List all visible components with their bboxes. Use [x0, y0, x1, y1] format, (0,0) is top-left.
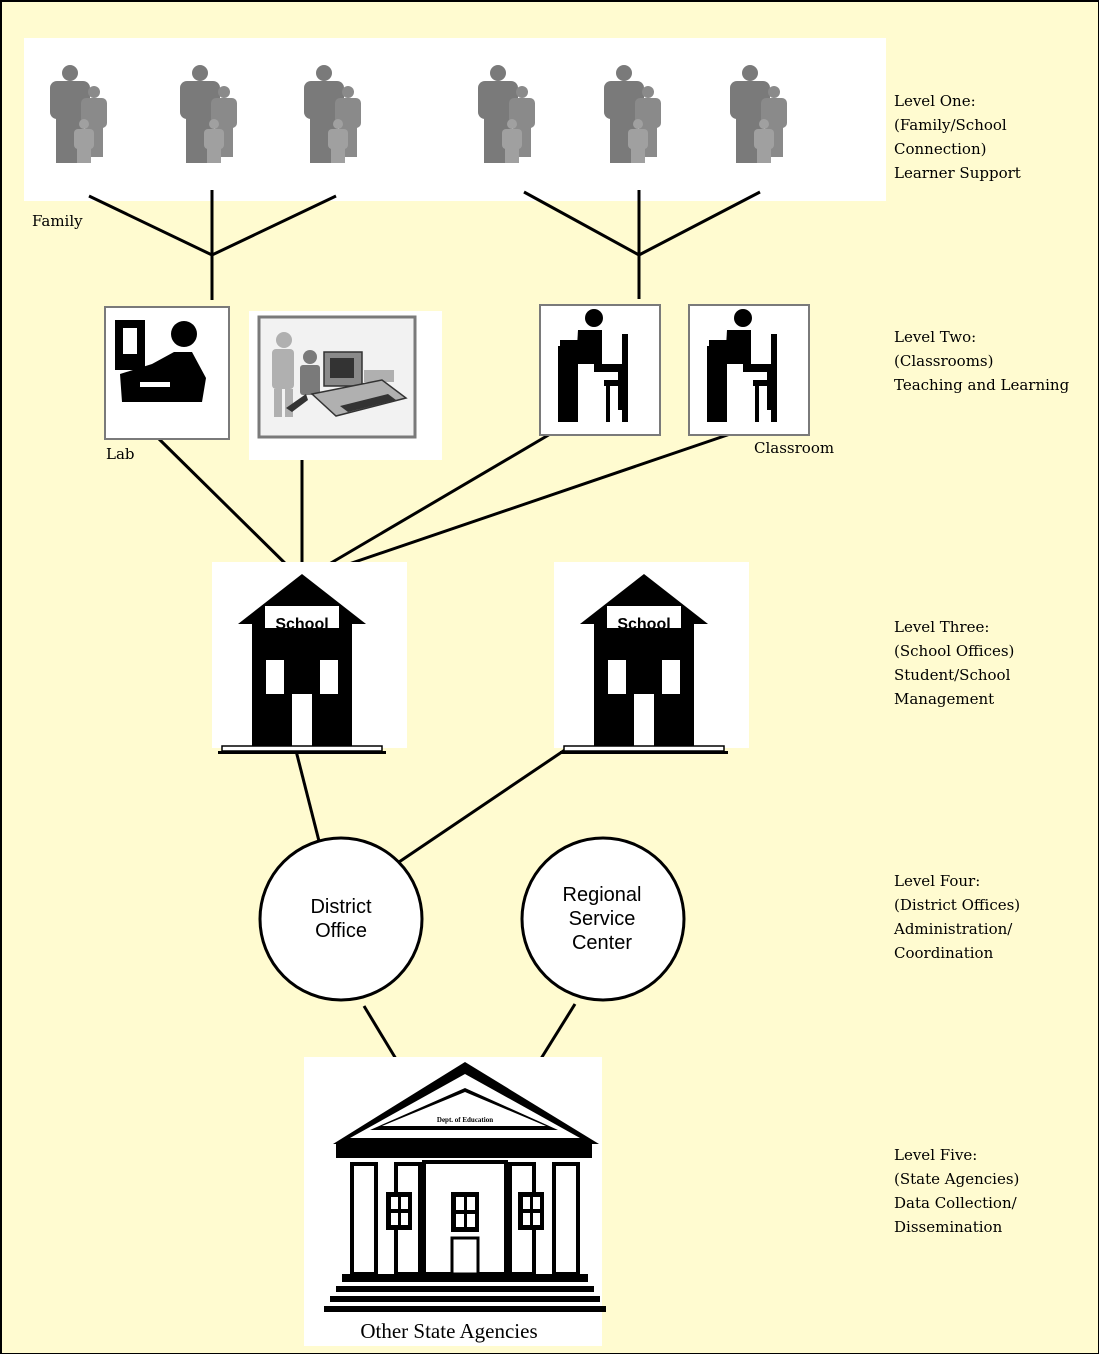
classroom-connector	[301, 428, 558, 582]
family-label: Family	[32, 212, 83, 230]
classroom-connector	[301, 428, 743, 582]
level-four-line: Administration/	[893, 920, 1013, 938]
level-two-line: (Classrooms)	[894, 352, 993, 370]
school-sign: School	[617, 616, 670, 633]
school-building-icon: School	[559, 573, 729, 755]
level-one-families	[24, 38, 886, 201]
level-three-schools: School School	[212, 562, 749, 755]
state-capitol-icon: Dept. of Education	[324, 1062, 606, 1312]
regional-service-center-label: Service	[569, 908, 636, 930]
level-two-description: Level Two: (Classrooms) Teaching and Lea…	[894, 328, 1070, 394]
level-three-line: (School Offices)	[894, 642, 1014, 660]
level-five-description: Level Five: (State Agencies) Data Collec…	[894, 1146, 1019, 1236]
level-five-line: Dissemination	[894, 1218, 1003, 1236]
level-one-line: Learner Support	[894, 164, 1021, 182]
level-two-classrooms	[104, 304, 810, 460]
classroom-desk-icon	[688, 304, 810, 436]
regional-service-center-node: Regional Service Center	[520, 836, 686, 1002]
connector-lines	[88, 190, 761, 1103]
level-one-title: Level One:	[894, 92, 976, 110]
level-one-line: Connection)	[894, 140, 986, 158]
district-office-label: District	[310, 896, 372, 918]
level-two-title: Level Two:	[894, 328, 976, 346]
level-four-title: Level Four:	[894, 872, 980, 890]
level-four-line: Coordination	[894, 944, 994, 962]
level-three-line: Student/School	[894, 666, 1011, 684]
level-four-offices: District Office Regional Service Center	[258, 836, 686, 1002]
level-three-title: Level Three:	[894, 618, 989, 636]
lab-label: Lab	[106, 445, 135, 463]
school-connector	[398, 733, 588, 864]
level-three-description: Level Three: (School Offices) Student/Sc…	[894, 618, 1014, 708]
level-one-description: Level One: (Family/School Connection) Le…	[894, 92, 1021, 182]
level-one-line: (Family/School	[894, 116, 1007, 134]
school-building-icon: School	[217, 573, 387, 755]
level-four-line: (District Offices)	[894, 896, 1020, 914]
school-sign: School	[275, 616, 328, 633]
building-sign: Dept. of Education	[437, 1116, 493, 1124]
other-state-agencies-label: Other State Agencies	[360, 1319, 537, 1343]
lab-icon	[104, 306, 230, 440]
classroom-label: Classroom	[754, 439, 834, 457]
level-four-description: Level Four: (District Offices) Administr…	[893, 872, 1020, 962]
level-five-line: Data Collection/	[894, 1194, 1018, 1212]
computer-lab-icon	[249, 311, 442, 460]
level-two-line: Teaching and Learning	[894, 376, 1070, 394]
level-five-title: Level Five:	[894, 1146, 977, 1164]
classroom-desk-icon	[539, 304, 661, 436]
district-office-label: Office	[315, 920, 367, 942]
item-labels: Family Lab Classroom Other State Agencie…	[32, 212, 834, 1343]
level-five-state-building: Dept. of Education	[304, 1057, 606, 1346]
level-three-line: Management	[894, 690, 994, 708]
regional-service-center-label: Regional	[563, 884, 642, 906]
classroom-connector	[155, 435, 304, 582]
regional-service-center-label: Center	[572, 932, 632, 954]
level-five-line: (State Agencies)	[894, 1170, 1019, 1188]
district-office-node: District Office	[258, 836, 424, 1002]
